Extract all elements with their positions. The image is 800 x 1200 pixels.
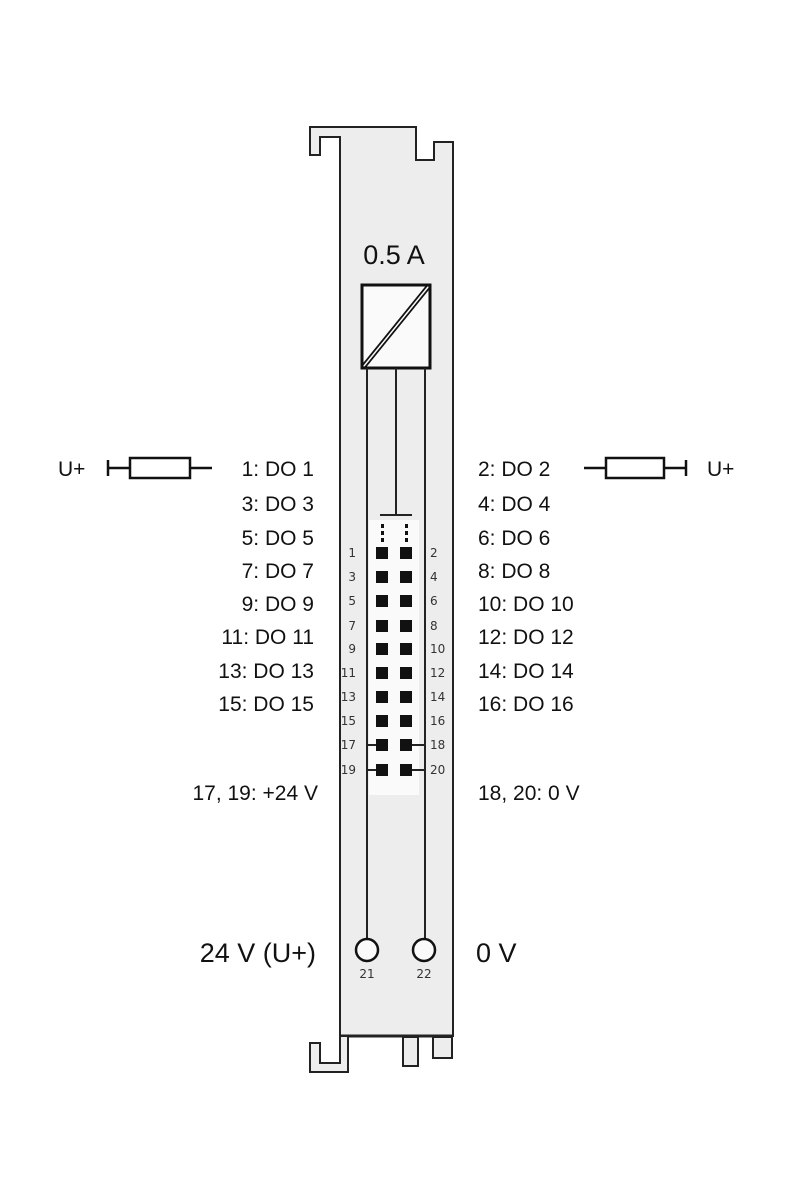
pin-20 [400,764,412,776]
pin-number-right: 10 [430,642,445,656]
pin-number-right: 4 [430,570,438,584]
output-label-right: 8: DO 8 [478,560,550,583]
pin-9 [376,643,388,655]
bottom-middle-foot [402,1036,419,1067]
pin-number-right: 14 [430,690,445,704]
pin-number-left: 17 [341,738,356,752]
right-load-resistor-icon [584,456,688,480]
output-label-left: 15: DO 15 [218,693,314,716]
output-label-right: 14: DO 14 [478,660,574,683]
pin-number-left: 13 [341,690,356,704]
pin-4 [400,571,412,583]
output-label-left: 13: DO 13 [218,660,314,683]
output-label-right: 4: DO 4 [478,493,551,516]
right-power-label: 18, 20: 0 V [478,782,580,805]
dotted-continuation [381,524,408,542]
pin-number-right: 16 [430,714,445,728]
pin-18 [400,739,412,751]
left-load-resistor-icon [106,456,212,480]
output-label-right: 10: DO 10 [478,593,574,616]
output-labels: 1: DO 1 2: DO 2 3: DO 3 4: DO 4 5: DO 5 6: DO… [218,458,574,716]
pin-16 [400,715,412,727]
pin-19 [376,764,388,776]
pin-1 [376,547,388,559]
pin-number-right: 2 [430,546,438,560]
output-label-right: 16: DO 16 [478,693,574,716]
bottom-left-foot [309,1037,349,1073]
output-label-right: 2: DO 2 [478,458,550,481]
pin-15 [376,715,388,727]
pin-6 [400,595,412,607]
output-label-left: 5: DO 5 [242,527,314,550]
output-label-right: 6: DO 6 [478,527,550,550]
output-label-left: 3: DO 3 [242,493,314,516]
terminal-21 [354,937,380,963]
pin-13 [376,691,388,703]
output-label-left: 11: DO 11 [221,626,314,649]
converter-icon [360,283,432,370]
supply-24v-label: 24 V (U+) [200,938,316,968]
pin-number-left: 19 [341,763,356,777]
output-label-left: 1: DO 1 [242,458,314,481]
connector-strip [369,520,419,795]
pin-14 [400,691,412,703]
pin-number-right: 6 [430,594,438,608]
current-rating: 0.5 A [363,240,425,270]
pin-10 [400,643,412,655]
terminal-21-label: 21 [359,967,374,981]
left-supply-label: U+ [58,458,85,481]
pin-number-right: 12 [430,666,445,680]
pin-number-right: 18 [430,738,445,752]
pin-number-left: 11 [341,666,356,680]
pin-2 [400,547,412,559]
pin-number-left: 15 [341,714,356,728]
left-power-label: 17, 19: +24 V [192,782,318,805]
bottom-right-foot [432,1036,453,1059]
terminal-22-label: 22 [416,967,431,981]
internal-wiring [366,368,426,939]
pin-5 [376,595,388,607]
supply-0v-label: 0 V [476,938,517,968]
pin-12 [400,667,412,679]
terminal-22 [411,937,437,963]
pin-17 [376,739,388,751]
pin-11 [376,667,388,679]
pin-number-right: 20 [430,763,445,777]
pin-number-right: 8 [430,619,438,633]
pin-number-left: 3 [348,570,356,584]
pin-8 [400,620,412,632]
output-label-left: 9: DO 9 [242,593,314,616]
pin-7 [376,620,388,632]
pin-number-left: 9 [348,642,356,656]
pin-number-left: 1 [348,546,356,560]
output-label-right: 12: DO 12 [478,626,574,649]
pin-number-left: 5 [348,594,356,608]
pin-3 [376,571,388,583]
right-supply-label: U+ [707,458,734,481]
output-label-left: 7: DO 7 [242,560,314,583]
pin-number-left: 7 [348,619,356,633]
